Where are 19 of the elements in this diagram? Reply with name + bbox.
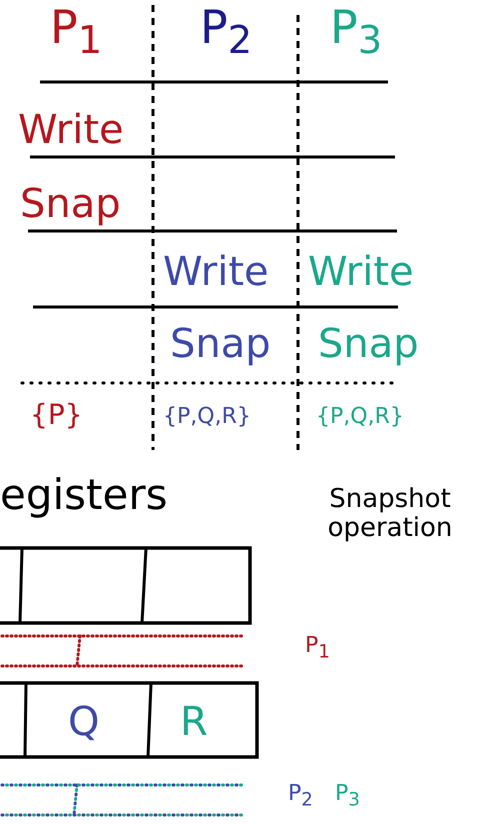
section-heading: Snapshot operation: [326, 485, 454, 542]
result-set: {P,Q,R}: [163, 405, 251, 430]
column-heading: P$_{3}$: [330, 2, 382, 62]
section-heading: egisters: [0, 472, 168, 518]
register-value: Q: [68, 700, 100, 744]
result-set: {P,Q,R}: [316, 405, 404, 430]
column-heading: P$_{2}$: [200, 2, 252, 62]
process-label: P$_{1}$: [305, 634, 330, 663]
result-set: {P}: [30, 400, 83, 431]
operation-label: Write: [163, 250, 269, 294]
process-label: P$_{3}$: [335, 782, 360, 811]
operation-label: Snap: [20, 182, 121, 226]
operation-label: Write: [18, 108, 124, 152]
process-label: P$_{2}$: [288, 782, 313, 811]
column-heading: P$_{1}$: [50, 2, 102, 62]
operation-label: Snap: [170, 322, 271, 366]
operation-label: Write: [308, 250, 414, 294]
register-value: R: [180, 700, 208, 744]
operation-label: Snap: [318, 322, 419, 366]
